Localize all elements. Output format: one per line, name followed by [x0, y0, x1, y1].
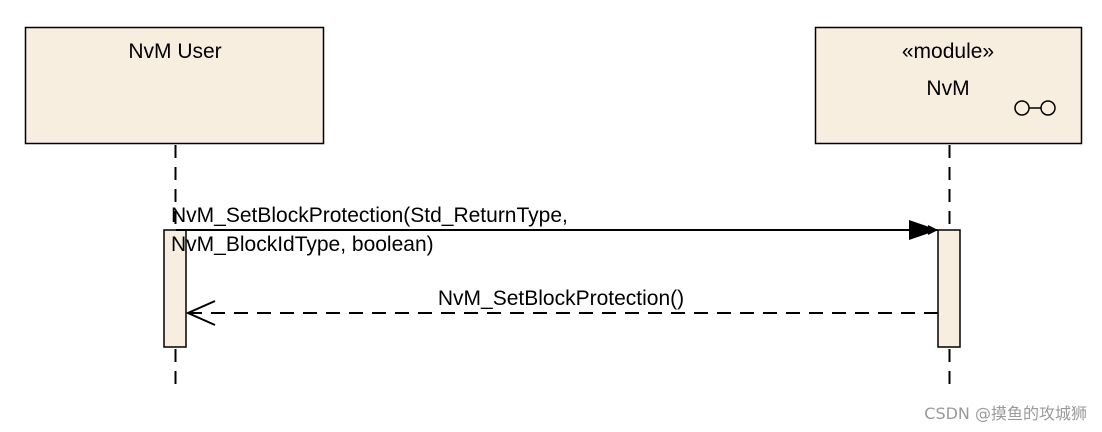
nvm-user-header-box[interactable] [24, 26, 325, 145]
lifeline-nvm: «module» NvM [814, 26, 1083, 385]
nvm-header-box[interactable] [814, 26, 1083, 145]
message-return: NvM_SetBlockProtection() [185, 287, 938, 326]
nvm-title: NvM [926, 77, 969, 100]
nvm-activation-bar[interactable] [937, 229, 961, 348]
nvm-user-title: NvM User [128, 40, 221, 63]
watermark-text: CSDN @摸鱼的攻城狮 [924, 404, 1087, 423]
call-label-line2: NvM_BlockIdType, boolean) [171, 233, 434, 256]
lifeline-nvm-user: NvM User [24, 26, 325, 385]
return-label: NvM_SetBlockProtection() [438, 287, 684, 310]
call-arrowhead [909, 220, 938, 240]
nvm-user-activation-bar[interactable] [163, 229, 187, 348]
message-call: NvM_SetBlockProtection(Std_ReturnType, N… [171, 204, 938, 256]
call-label-line1: NvM_SetBlockProtection(Std_ReturnType, [171, 204, 568, 227]
nvm-stereotype: «module» [902, 40, 994, 63]
component-ports-icon [1014, 100, 1056, 116]
return-arrowhead [185, 300, 216, 326]
